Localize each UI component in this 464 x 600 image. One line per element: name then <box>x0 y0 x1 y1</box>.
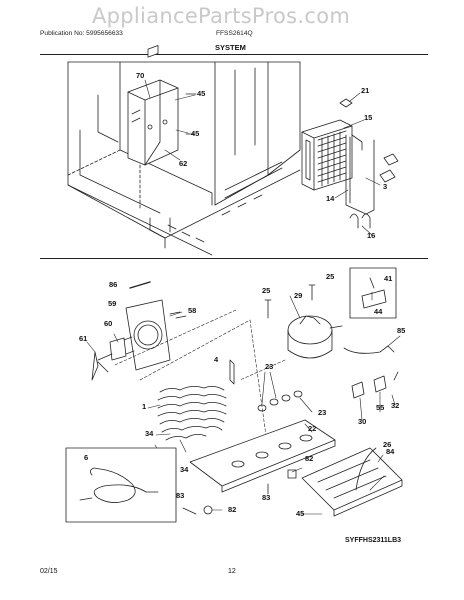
section-divider <box>40 258 428 259</box>
compressor <box>288 316 342 358</box>
callout-23-b: 23 <box>318 408 327 417</box>
power-cord-inset <box>66 448 176 522</box>
heater-clips <box>350 214 370 228</box>
callout-82-b: 82 <box>228 505 237 514</box>
callout-86: 86 <box>109 280 118 289</box>
callout-34-b: 34 <box>180 465 189 474</box>
callout-85: 85 <box>397 326 406 335</box>
figure-code: SYFFHS2311LB3 <box>345 537 402 544</box>
callout-45-b: 45 <box>191 129 200 138</box>
callout-32: 32 <box>391 401 400 410</box>
callout-30: 30 <box>358 417 367 426</box>
callout-70: 70 <box>136 71 145 80</box>
callout-6: 6 <box>84 453 89 462</box>
header-rule <box>40 54 428 56</box>
callout-83-b: 83 <box>262 493 271 502</box>
callout-29: 29 <box>294 291 303 300</box>
page-number: 12 <box>228 568 236 575</box>
callout-25-b: 25 <box>326 272 335 281</box>
callout-45-a: 45 <box>197 89 206 98</box>
screws-25 <box>265 285 315 318</box>
callout-3: 3 <box>383 182 388 191</box>
callout-62: 62 <box>179 159 188 168</box>
condenser-coil <box>158 386 226 440</box>
base-pan <box>190 420 335 492</box>
screws <box>186 94 196 134</box>
part-86 <box>130 282 150 288</box>
callout-4: 4 <box>214 355 219 364</box>
callout-34-a: 34 <box>145 429 154 438</box>
callout-60: 60 <box>104 319 113 328</box>
cabinet-outline <box>68 62 300 255</box>
callout-45-c: 45 <box>296 509 305 518</box>
fan-bracket <box>126 300 170 370</box>
model-number: FFSS2614Q <box>216 30 253 37</box>
inset-box <box>350 268 396 318</box>
leader-lines-lower <box>87 292 400 514</box>
fan-motor <box>110 337 134 360</box>
cabinet-hidden-lines <box>68 150 140 210</box>
fan-blade <box>92 352 112 380</box>
clip-part <box>340 99 352 107</box>
callout-61: 61 <box>79 334 88 343</box>
section-title: SYSTEM <box>215 43 246 52</box>
feet-and-screws <box>183 470 296 514</box>
callout-25-a: 25 <box>262 286 271 295</box>
callout-84: 84 <box>386 447 395 456</box>
callout-41: 41 <box>384 274 393 283</box>
callout-14: 14 <box>326 194 335 203</box>
callout-21: 21 <box>361 86 370 95</box>
part-84 <box>356 448 376 490</box>
bracket-part <box>380 154 398 182</box>
relay-overload <box>352 372 398 398</box>
defrost-heater <box>346 135 374 214</box>
evaporator-cover <box>128 45 178 165</box>
callout-83-a: 83 <box>176 491 185 500</box>
callout-15: 15 <box>364 113 373 122</box>
callout-1: 1 <box>142 402 147 411</box>
callout-58: 58 <box>188 306 197 315</box>
footer-date: 02/15 <box>40 568 58 575</box>
part-85 <box>344 346 394 353</box>
drain-pan <box>302 448 402 516</box>
callout-82-a: 82 <box>305 454 314 463</box>
publication-number: Publication No: 5995656633 <box>40 30 123 37</box>
callout-22: 22 <box>308 424 317 433</box>
callout-59: 59 <box>108 299 117 308</box>
evaporator-coil <box>302 120 362 190</box>
callout-16: 16 <box>367 231 376 240</box>
leader-lines-upper <box>145 80 380 235</box>
callout-44: 44 <box>374 307 383 316</box>
grommets <box>258 391 302 411</box>
callout-55: 55 <box>376 403 385 412</box>
bracket-screws <box>170 312 186 318</box>
callout-23-a: 23 <box>265 362 274 371</box>
callout-26: 26 <box>383 440 392 449</box>
part-4 <box>230 360 234 384</box>
watermark: AppliancePartsPros.com <box>92 4 351 28</box>
